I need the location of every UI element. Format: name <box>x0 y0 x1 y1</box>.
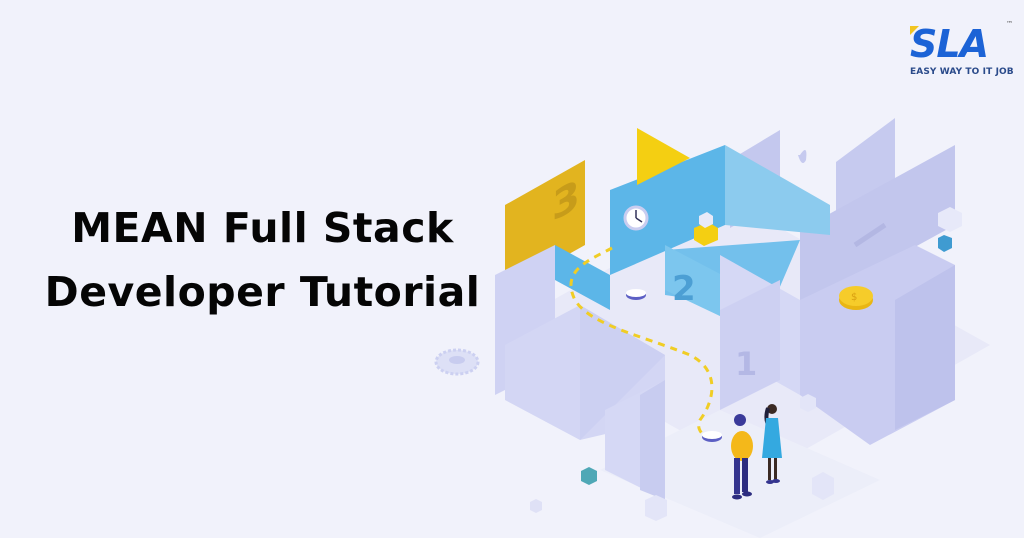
logo-tagline: EASY WAY TO IT JOB <box>910 67 1014 77</box>
sla-logo: SLA ™ EASY WAY TO IT JOB <box>906 20 1016 82</box>
flag-3 <box>505 160 585 290</box>
title-line-2: Developer Tutorial <box>44 268 481 316</box>
svg-text:2: 2 <box>672 269 696 309</box>
person-man <box>731 414 753 500</box>
pin-icon <box>798 150 807 164</box>
maze-illustration: 3 2 1 $ <box>434 118 990 538</box>
logo-trademark: ™ <box>1006 20 1013 28</box>
person-woman <box>762 404 782 484</box>
logo-accent-icon <box>910 26 919 35</box>
logo-mark: SLA <box>910 22 989 66</box>
title-line-1: MEAN Full Stack <box>71 204 454 252</box>
svg-text:$: $ <box>851 292 857 303</box>
page-title: MEAN Full Stack Developer Tutorial <box>30 196 495 324</box>
flag-yellow <box>637 128 690 185</box>
svg-text:1: 1 <box>735 345 757 383</box>
